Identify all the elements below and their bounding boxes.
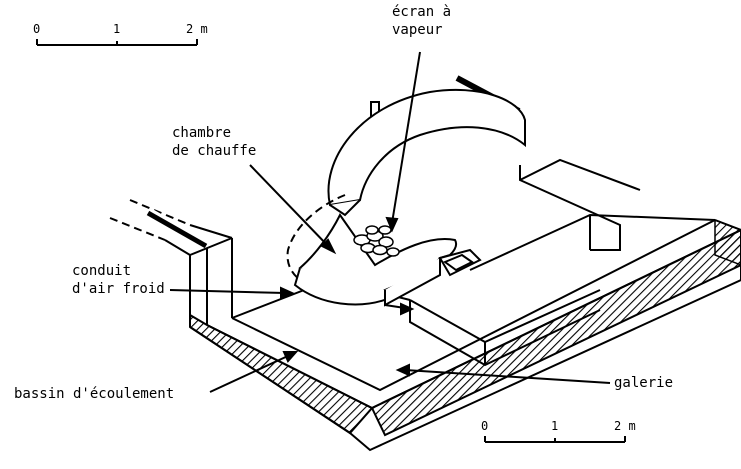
label-chambre-line1: chambre [172,125,232,141]
scale-bottom-tick-0: 0 [481,419,489,433]
galerie-end-hatch [714,218,741,266]
bassin-hatch [189,313,374,435]
leader-lines [169,51,611,393]
scale-top-tick-1: 1 [113,22,121,36]
furnace [286,88,526,307]
galerie-hatch [370,228,741,437]
scale-bar-bottom [484,436,626,443]
label-bassin: bassin d'écoulement [14,386,175,402]
scale-bottom-tick-2: 2 m [614,419,636,433]
scale-top-tick-2: 2 m [186,22,208,36]
label-galerie: galerie [614,375,674,391]
label-conduit-line2: d'air froid [72,281,165,297]
label-ecran-line2: vapeur [392,22,443,38]
stone-pile [353,225,400,257]
label-chambre-line2: de chauffe [172,143,257,159]
scale-bar-top [36,39,198,46]
scale-top-tick-0: 0 [33,22,41,36]
label-ecran-line1: écran à [392,4,452,20]
scale-bottom-tick-1: 1 [551,419,559,433]
label-conduit-line1: conduit [72,263,132,279]
